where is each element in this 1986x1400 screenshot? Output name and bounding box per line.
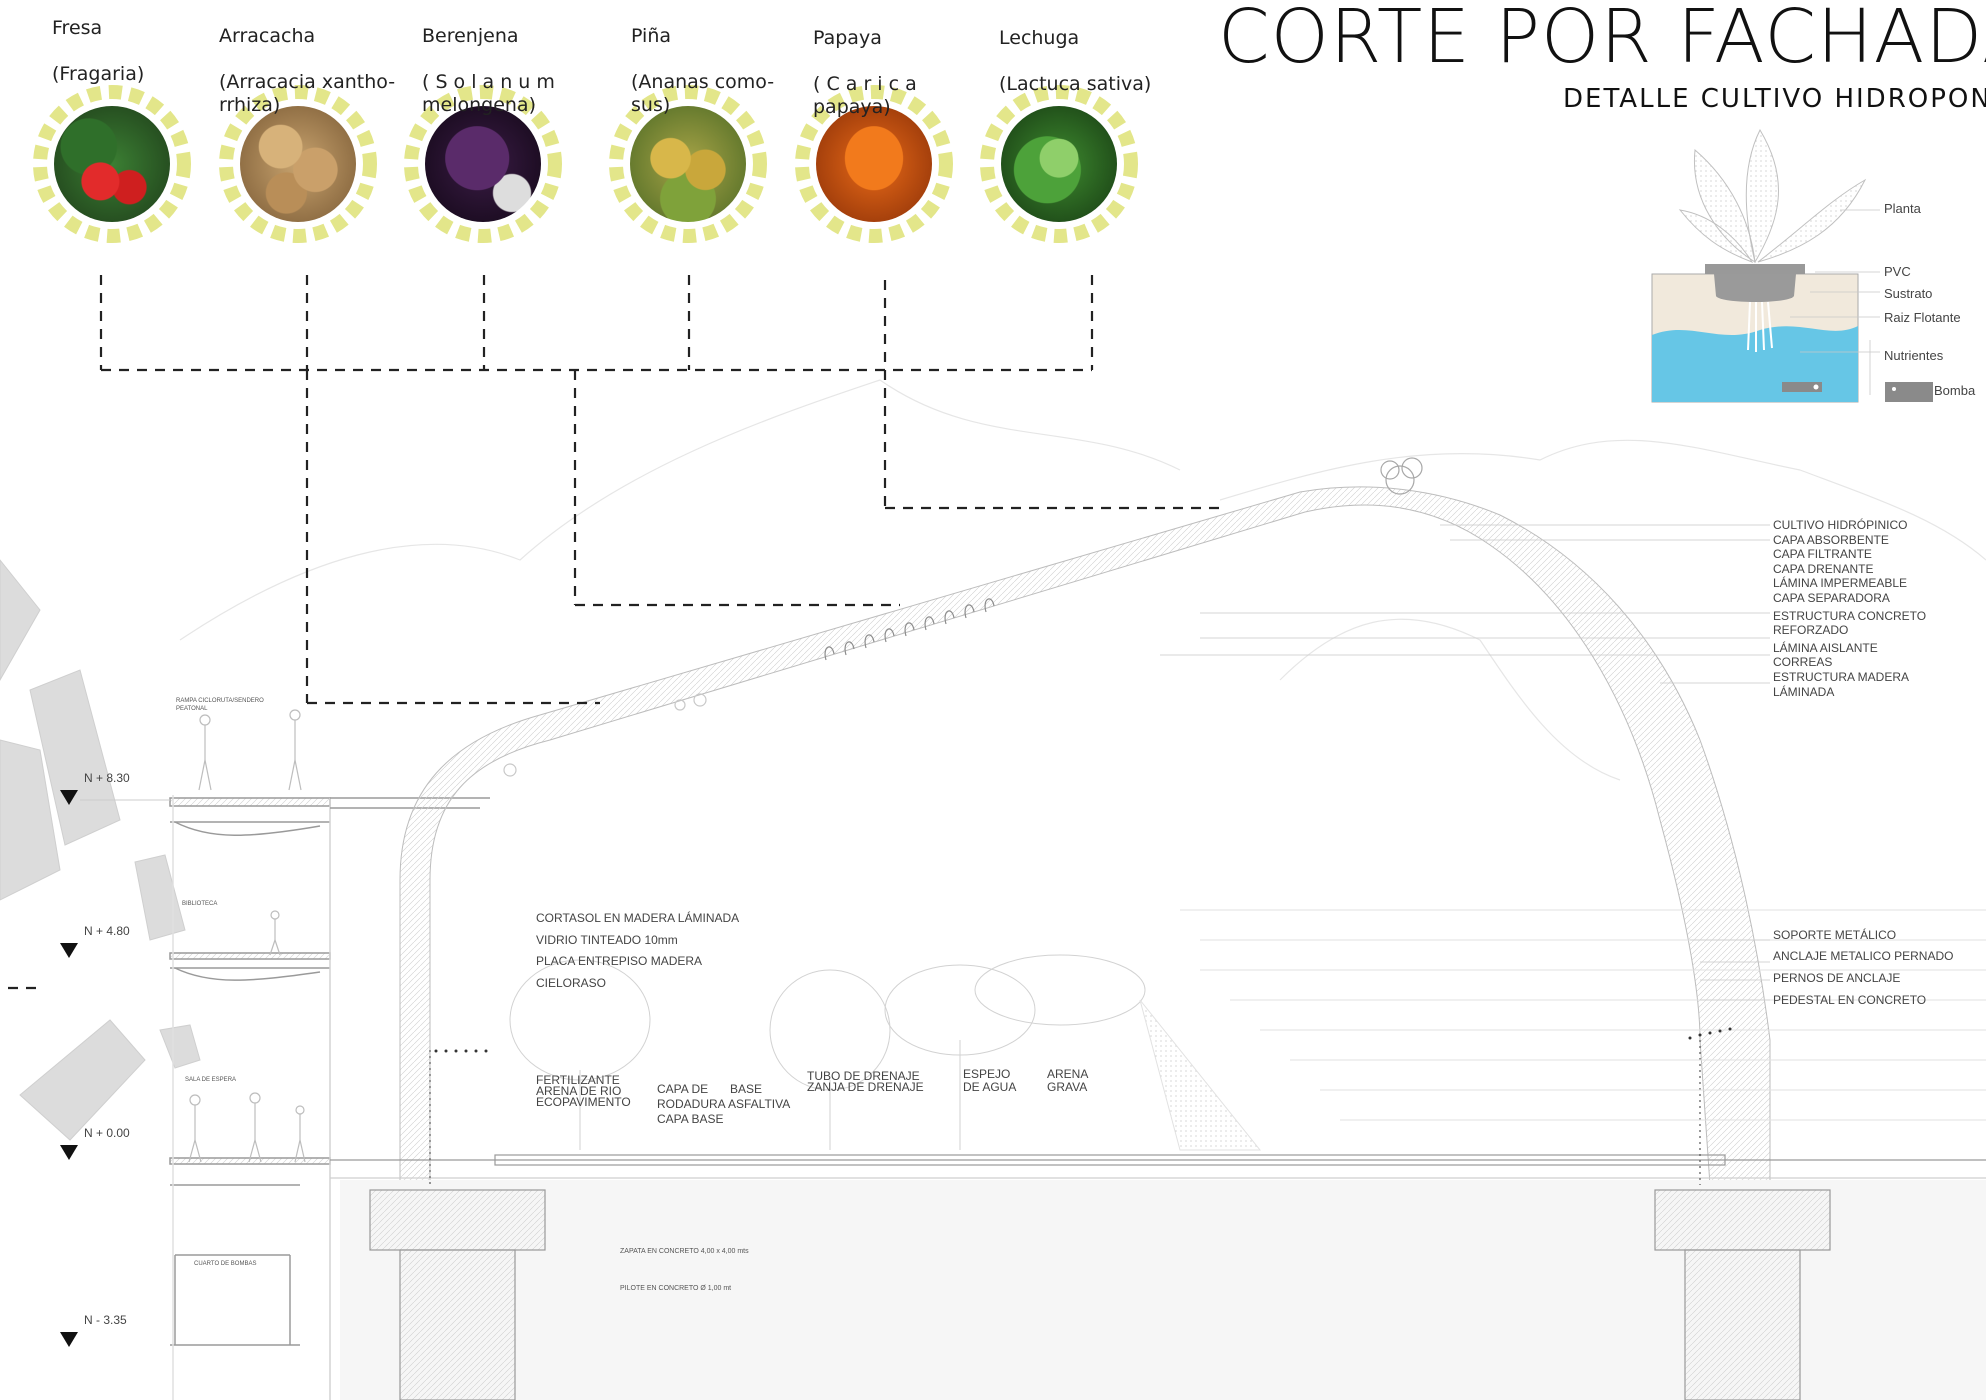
room-label-sala: SALA DE ESPERA [185,1077,237,1083]
crop-name: Piña [631,25,672,47]
crop-name: Lechuga [999,27,1080,49]
level-label-n480: N + 4.80 [84,924,130,938]
crop-name: Fresa [52,17,103,39]
roof-layer-item: ESTRUCTURA MADERA [1773,669,1910,684]
pineapple-icon [630,106,746,222]
crop-connector-lines [8,275,1225,990]
crop-label-papaya: Papaya ( C a r i c a papaya) [813,4,973,142]
crop-scientific-name: (Ananas como- sus) [631,71,775,116]
column-joints [434,1027,1732,1053]
crop-name: Berenjena [422,25,519,47]
label-cieloraso: CIELORASO [536,976,607,990]
left-building-blocks [0,559,201,1141]
crop-scientific-name: (Fragaria) [52,63,145,85]
fresa-halo [30,82,194,246]
label-pvc: PVC [1884,264,1911,279]
left-floors [169,795,490,1400]
label-anclaje: ANCLAJE METALICO PERNADO [1773,949,1954,963]
label-asfaltiva: ASFALTIVA [728,1097,791,1111]
roof-layer-item: LÁMINA IMPERMEABLE [1773,576,1908,591]
level-label-n000: N + 0.00 [84,1126,130,1140]
label-capa-base: CAPA BASE [657,1112,724,1126]
roof-layer-item: CAPA FILTRANTE [1773,547,1872,562]
interior-trees [509,954,1146,1150]
lettuce-icon [1001,106,1117,222]
berenjena-halo [401,82,565,246]
piña-halo [606,82,770,246]
strawberry-icon [54,106,170,222]
room-label-biblioteca: BIBLIOTECA [182,901,218,907]
ground-slab [330,1040,1986,1400]
background-terrain [179,379,1986,781]
papaya-icon [816,106,932,222]
label-pilote: PILOTE EN CONCRETO Ø 1,00 mt [620,1285,732,1292]
right-stairs [1139,909,1986,1151]
crop-scientific-name: ( C a r i c a papaya) [813,73,917,118]
label-arena: ARENA GRAVA [1047,1067,1089,1094]
label-pedestal: PEDESTAL EN CONCRETO [1773,993,1927,1007]
roof-layer-item: REFORZADO [1773,623,1849,638]
label-sustrato: Sustrato [1884,286,1933,301]
arracacha-halo [216,82,380,246]
crop-label-pina: Piña (Ananas como- sus) [631,2,811,140]
crop-name: Arracacha [219,25,316,47]
level-markers [60,790,170,1347]
label-rodadura: RODADURA [657,1097,726,1111]
level-label-n335: N - 3.35 [84,1313,127,1327]
hydroponic-detail [1651,128,1933,403]
label-planta: Planta [1884,201,1921,216]
roof-leaders [1160,524,1770,1001]
label-vidrio: VIDRIO TINTEADO 10mm [536,933,678,947]
roof-layer-item: LÁMINADA [1773,684,1835,699]
crop-label-berenjena: Berenjena ( S o l a n u m melongena) [422,2,622,140]
arracacha-icon [240,106,356,222]
crop-scientific-name: ( S o l a n u m melongena) [422,71,555,116]
roof-layer-item: CAPA ABSORBENTE [1773,532,1889,547]
room-label-rampa: RAMPA CICLORUTA/SENDERO PEATONAL [176,698,264,712]
crop-scientific-name: (Lactuca sativa) [999,73,1152,95]
crop-name: Papaya [813,27,882,49]
level-label-n830: N + 8.30 [84,771,130,785]
label-placa: PLACA ENTREPISO MADERA [536,954,703,968]
label-base: BASE [730,1082,763,1096]
roof-layer-item: CAPA SEPARADORA [1773,590,1890,605]
label-soporte: SOPORTE METÁLICO [1773,928,1897,942]
label-espejo: ESPEJO DE AGUA [963,1067,1017,1094]
label-tubo: TUBO DE DRENAJE ZANJA DE DRENAJE [807,1069,924,1094]
papaya-halo [792,82,956,246]
crop-icons [0,0,1986,260]
crop-label-lechuga: Lechuga (Lactuca sativa) [999,4,1199,119]
label-cortasol: CORTASOL EN MADERA LÁMINADA [536,911,740,925]
roof-layer-item: CAPA DRENANTE [1773,561,1874,576]
roof-layer-item: LÁMINA AISLANTE [1773,640,1878,655]
lechuga-halo [977,82,1141,246]
page-subtitle: DETALLE CULTIVO HIDROPONIC [1563,84,1986,114]
crop-label-fresa: Fresa (Fragaria) [52,0,202,109]
label-pernos: PERNOS DE ANCLAJE [1773,971,1901,985]
main-arch [399,486,1771,1186]
eggplant-icon [425,106,541,222]
room-label-cuarto: CUARTO DE BOMBAS [194,1261,257,1267]
human-figures [188,709,306,1163]
roof-layer-item: CORREAS [1773,655,1833,670]
roof-plants [503,457,1423,777]
crop-label-arracacha: Arracacha (Arracacia xantho- rrhiza) [219,2,419,140]
label-nutrientes: Nutrientes [1884,348,1944,363]
roof-layer-item: CULTIVO HIDRÓPINICO [1773,518,1908,532]
label-zapata: ZAPATA EN CONCRETO 4,00 x 4,00 mts [620,1248,749,1255]
label-capa-de: CAPA DE [657,1082,709,1096]
label-raiz-flotante: Raiz Flotante [1884,310,1961,325]
page-title: CORTE POR FACHADA [1218,0,1986,80]
roof-layer-item: ESTRUCTURA CONCRETO [1773,608,1927,623]
crop-scientific-name: (Arracacia xantho- rrhiza) [219,71,396,116]
label-bomba: Bomba [1934,383,1976,398]
label-fertilizante: FERTILIZANTE ARENA DE RIO ECOPAVIMENTO [536,1073,631,1109]
